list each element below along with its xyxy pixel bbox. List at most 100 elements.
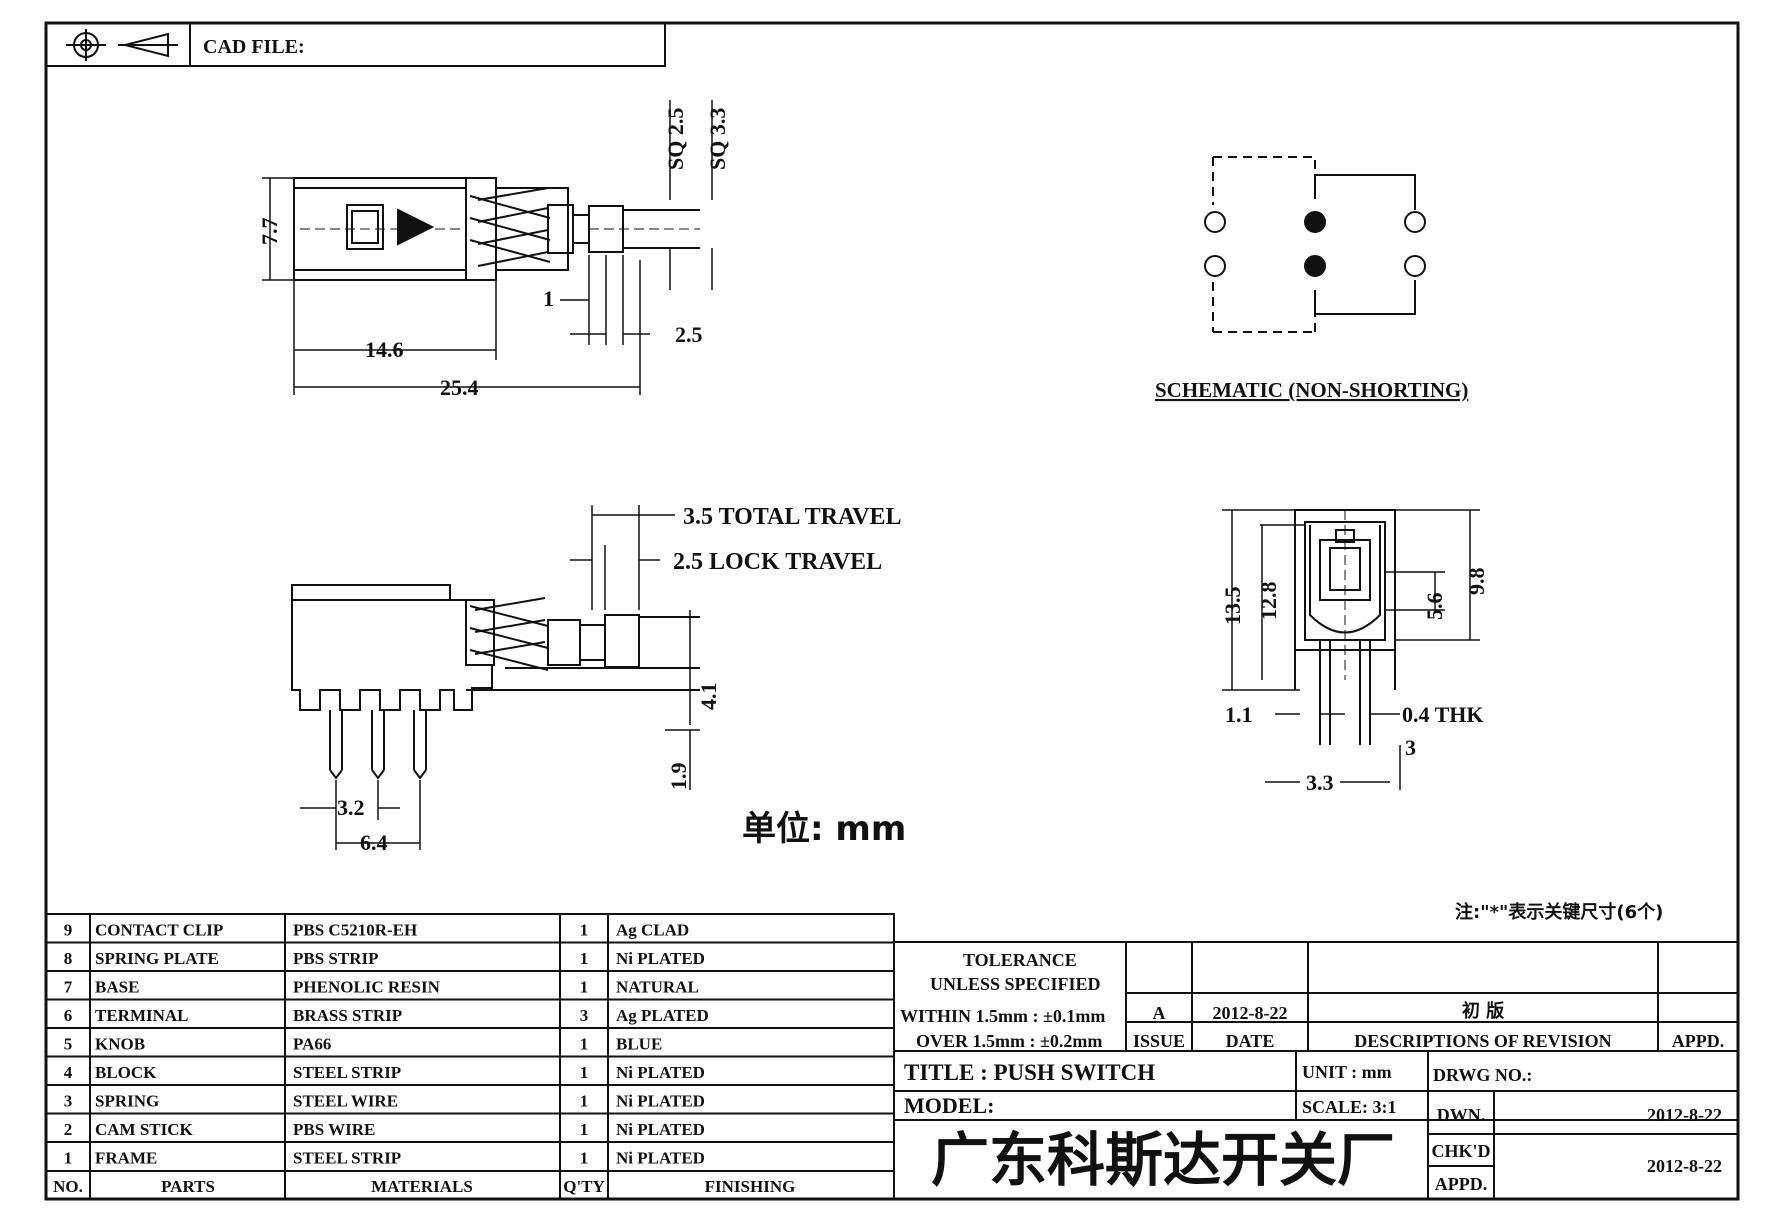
- parts-cell-part: BLOCK: [95, 1063, 157, 1082]
- parts-cell-material: PBS WIRE: [293, 1120, 375, 1139]
- parts-header-cell: FINISHING: [705, 1177, 796, 1196]
- unit-label: 单位: mm: [742, 809, 906, 849]
- dimensions-bottom-left: [300, 505, 700, 850]
- drawing-number-label: DRWG NO.:: [1433, 1065, 1532, 1085]
- dim-4-1: 4.1: [696, 683, 721, 711]
- dim-12-8: 12.8: [1256, 582, 1281, 621]
- revision-description: 初 版: [1462, 1000, 1504, 1022]
- parts-cell-no: 3: [64, 1092, 73, 1111]
- title-push-switch: TITLE : PUSH SWITCH: [904, 1060, 1155, 1085]
- parts-header-cell: NO.: [53, 1177, 83, 1196]
- parts-cell-no: 6: [64, 1006, 73, 1025]
- unit-value: UNIT : mm: [1302, 1062, 1392, 1082]
- parts-cell-finish: Ni PLATED: [616, 1063, 705, 1082]
- parts-cell-finish: Ni PLATED: [616, 949, 705, 968]
- dim-1: 1: [543, 286, 554, 311]
- issue-header: ISSUE: [1133, 1031, 1185, 1051]
- parts-cell-part: FRAME: [95, 1149, 157, 1168]
- parts-cell-material: STEEL STRIP: [293, 1063, 401, 1082]
- parts-cell-part: BASE: [95, 978, 139, 997]
- dim-25-4: 25.4: [440, 375, 479, 400]
- parts-cell-material: PBS C5210R-EH: [293, 921, 417, 940]
- parts-cell-qty: 1: [580, 1149, 589, 1168]
- dim-14-6: 14.6: [365, 337, 404, 362]
- date-header: DATE: [1226, 1031, 1275, 1051]
- within-tolerance: WITHIN 1.5mm : ±0.1mm: [900, 1006, 1105, 1026]
- title-block: TOLERANCE UNLESS SPECIFIED WITHIN 1.5mm …: [900, 950, 1724, 1194]
- over-tolerance: OVER 1.5mm : ±0.2mm: [916, 1031, 1102, 1051]
- parts-cell-no: 7: [64, 978, 73, 997]
- key-dimension-note: 注:"*"表示关键尺寸(6个): [1455, 901, 1663, 923]
- scale-value: SCALE: 3:1: [1302, 1097, 1397, 1117]
- drawn-date: 2012-8-22: [1647, 1105, 1722, 1125]
- parts-cell-no: 4: [64, 1063, 73, 1082]
- parts-cell-material: PHENOLIC RESIN: [293, 978, 441, 997]
- dim-0-4-thk: 0.4 THK: [1402, 702, 1484, 727]
- parts-cell-qty: 1: [580, 978, 589, 997]
- parts-cell-no: 5: [64, 1035, 73, 1054]
- parts-cell-material: STEEL STRIP: [293, 1149, 401, 1168]
- parts-header-cell: Q'TY: [563, 1177, 605, 1196]
- dim-total-travel: 3.5 TOTAL TRAVEL: [683, 504, 902, 530]
- tolerance-label: TOLERANCE: [963, 950, 1077, 970]
- dim-9-8: 9.8: [1464, 568, 1489, 596]
- parts-cell-part: CAM STICK: [95, 1120, 194, 1139]
- parts-cell-part: TERMINAL: [95, 1006, 189, 1025]
- side-view-bottom: [291, 584, 700, 780]
- parts-cell-qty: 1: [580, 1063, 589, 1082]
- parts-cell-part: SPRING PLATE: [95, 949, 219, 968]
- parts-cell-finish: Ni PLATED: [616, 1120, 705, 1139]
- dim-sq-2-5: SQ 2.5: [663, 108, 688, 170]
- date-value: 2012-8-22: [1213, 1003, 1288, 1023]
- dim-lock-travel: 2.5 LOCK TRAVEL: [673, 549, 882, 575]
- parts-cell-part: SPRING: [95, 1092, 159, 1111]
- projection-symbol-icon: [66, 29, 178, 61]
- dim-1-9: 1.9: [666, 763, 691, 791]
- parts-cell-material: BRASS STRIP: [293, 1006, 402, 1025]
- parts-cell-no: 1: [64, 1149, 73, 1168]
- parts-cell-material: PBS STRIP: [293, 949, 379, 968]
- parts-cell-part: KNOB: [95, 1035, 145, 1054]
- parts-cell-qty: 3: [580, 1006, 589, 1025]
- company-name: 广东科斯达开关厂: [931, 1126, 1395, 1194]
- dim-3-3: 3.3: [1306, 770, 1334, 795]
- parts-cell-material: STEEL WIRE: [293, 1092, 398, 1111]
- dim-5-6: 5.6: [1422, 593, 1447, 621]
- drawn-label: DWN.: [1437, 1105, 1486, 1125]
- parts-cell-finish: Ni PLATED: [616, 1092, 705, 1111]
- dim-6-4: 6.4: [360, 830, 388, 855]
- dim-1-1: 1.1: [1225, 702, 1253, 727]
- parts-cell-qty: 1: [580, 1120, 589, 1139]
- dim-3: 3: [1405, 735, 1416, 760]
- model-label: MODEL:: [904, 1093, 994, 1118]
- parts-cell-no: 2: [64, 1120, 73, 1139]
- appd-header: APPD.: [1672, 1031, 1725, 1051]
- dim-2-5: 2.5: [675, 322, 703, 347]
- dim-7-7: 7.7: [257, 218, 282, 246]
- side-view-top: [293, 177, 700, 281]
- parts-cell-part: CONTACT CLIP: [95, 921, 223, 940]
- parts-cell-finish: Ag PLATED: [616, 1006, 709, 1025]
- parts-cell-qty: 1: [580, 921, 589, 940]
- parts-cell-qty: 1: [580, 1092, 589, 1111]
- parts-header-cell: MATERIALS: [371, 1177, 473, 1196]
- descriptions-header: DESCRIPTIONS OF REVISION: [1354, 1031, 1611, 1051]
- parts-cell-finish: Ni PLATED: [616, 1149, 705, 1168]
- dim-13-5: 13.5: [1220, 587, 1245, 626]
- parts-cell-no: 8: [64, 949, 73, 968]
- parts-cell-material: PA66: [293, 1035, 331, 1054]
- title-block-grid: [894, 941, 1738, 1199]
- schematic-label: SCHEMATIC (NON-SHORTING): [1155, 378, 1468, 402]
- unless-specified-label: UNLESS SPECIFIED: [930, 974, 1101, 994]
- parts-cell-qty: 1: [580, 1035, 589, 1054]
- dim-sq-3-3: SQ 3.3: [705, 108, 730, 170]
- parts-cell-finish: BLUE: [616, 1035, 662, 1054]
- parts-cell-finish: Ag CLAD: [616, 921, 689, 940]
- checked-label: CHK'D: [1431, 1141, 1490, 1161]
- approved-label: APPD.: [1435, 1174, 1488, 1194]
- parts-cell-finish: NATURAL: [616, 978, 699, 997]
- header-box: CAD FILE:: [45, 22, 666, 67]
- dimensions-top-left: [262, 100, 713, 395]
